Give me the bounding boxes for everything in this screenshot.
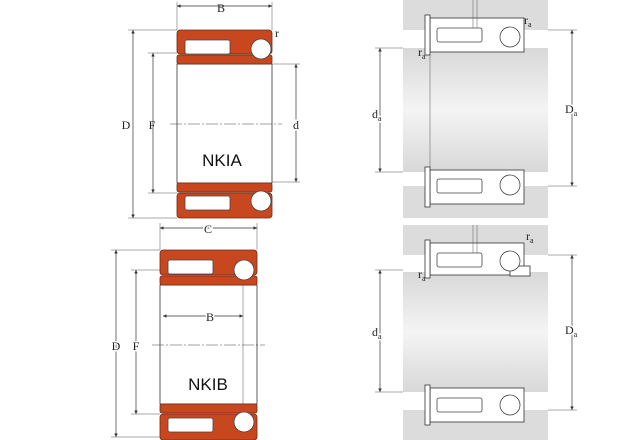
nkia-needle-roller-top: [184, 39, 231, 55]
dimension-label: da: [372, 107, 382, 123]
nkia-drawing: B r D F d NKIA: [122, 1, 301, 219]
dimension-label: ra: [524, 13, 532, 29]
drawing-part: [424, 239, 431, 279]
dimension-label: ra: [418, 45, 426, 61]
nkib-inner-ring-top: [159, 275, 258, 286]
nkia-ball-bottom: [250, 190, 272, 212]
nkia-inner-ring-top: [176, 54, 273, 65]
shaft-a: [403, 48, 548, 172]
nkia-needle-roller-bottom: [184, 195, 231, 211]
mounting-b-drawing: ra ra da Da: [371, 225, 579, 440]
nkia-inner-ring-bottom: [176, 182, 273, 193]
drawing-part: [424, 166, 431, 208]
nkib-B-label: B: [206, 310, 214, 324]
drawing-part: [436, 252, 483, 268]
drawing-part: [424, 14, 431, 56]
ball: [499, 26, 521, 48]
dimension-label: Da: [565, 102, 578, 118]
nkib-C-label: C: [204, 222, 212, 236]
dimension-label: ra: [418, 267, 426, 283]
nkia-ball-top: [250, 38, 272, 60]
mounting-a-drawing: ra ra da Da: [371, 0, 579, 218]
shaft-b: [403, 272, 548, 392]
drawing-part: [424, 384, 431, 426]
dimension-label: ra: [526, 229, 534, 245]
nkib-F-label: F: [133, 339, 140, 353]
ball: [499, 174, 521, 196]
ball: [499, 250, 521, 272]
nkia-B-label: B: [217, 1, 225, 15]
dimension-label: Da: [565, 323, 578, 339]
nkib-inner-ring-bottom: [159, 403, 258, 414]
nkia-D-label: D: [122, 118, 131, 132]
drawing-part: [167, 417, 214, 433]
drawing-part: [436, 27, 483, 43]
nkia-bore: [176, 63, 273, 184]
nkia-d-label: d: [293, 118, 299, 132]
drawing-part: [167, 259, 214, 275]
ball: [233, 411, 255, 433]
nkib-D-label: D: [112, 339, 121, 353]
dimension-label: da: [372, 325, 382, 341]
nkib-drawing: C B D F NKIB: [110, 221, 265, 440]
nkib-model-label: NKIB: [188, 375, 228, 394]
drawing-part: [436, 397, 483, 413]
nkia-model-label: NKIA: [202, 151, 242, 170]
ball: [499, 394, 521, 416]
drawing-part: [436, 178, 483, 194]
nkia-r-label: r: [275, 26, 279, 40]
nkia-F-label: F: [149, 118, 156, 132]
ball: [233, 259, 255, 281]
